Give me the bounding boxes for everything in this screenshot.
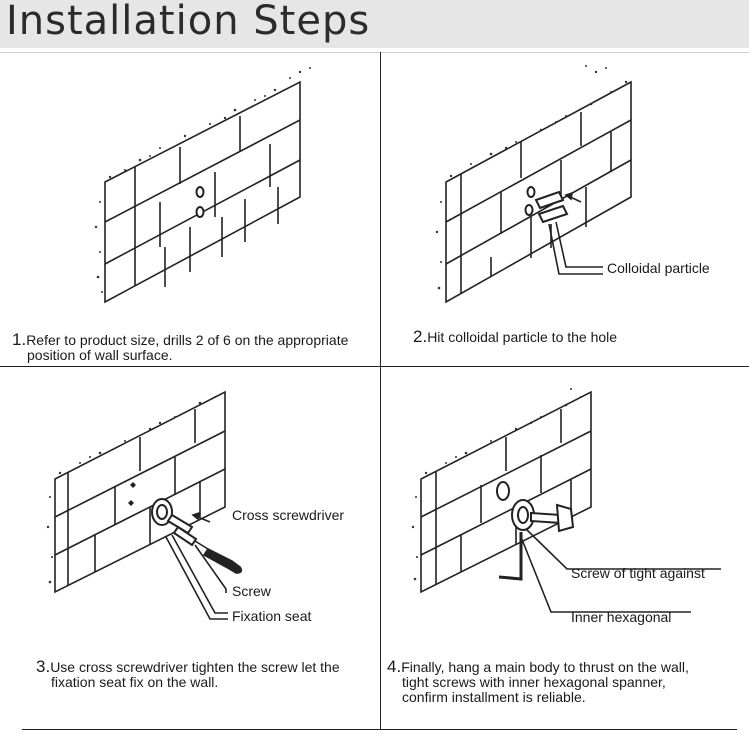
header-bar: Installation Steps xyxy=(0,0,749,48)
horizontal-divider xyxy=(0,366,749,367)
step-1-line-2: position of wall surface. xyxy=(27,347,173,363)
step-2-line-1: Hit colloidal particle to the hole xyxy=(427,329,618,345)
screw-of-tight-against-label: Screw of tight against xyxy=(571,565,705,581)
step-1-number: 1. xyxy=(12,330,27,349)
step-3-line-2: fixation seat fix on the wall. xyxy=(51,674,219,690)
step-1-caption: 1.Refer to product size, drills 2 of 6 o… xyxy=(12,330,377,363)
cross-screwdriver-label: Cross screwdriver xyxy=(232,507,345,523)
step-2-number: 2. xyxy=(413,327,428,346)
fixation-seat-label: Fixation seat xyxy=(232,608,312,624)
step-4-line-2: tight screws with inner hexagonal spanne… xyxy=(402,674,666,690)
colloidal-particle-label: Colloidal particle xyxy=(607,260,710,276)
screw-label: Screw xyxy=(232,583,271,599)
step-3-wall-illustration xyxy=(46,390,243,620)
step-2-caption: 2.Hit colloidal particle to the hole xyxy=(413,327,743,346)
step-3-panel: Cross screwdriver Screw Fixation seat 3.… xyxy=(0,367,380,729)
step-4-line-1: Finally, hang a main body to thrust on t… xyxy=(401,659,689,675)
step-1-line-1: Refer to product size, drills 2 of 6 on … xyxy=(26,332,349,348)
step-3-line-1: Use cross screwdriver tighten the screw … xyxy=(50,659,340,675)
step-4-caption: 4.Finally, hang a main body to thrust on… xyxy=(387,657,747,705)
step-1-wall-illustration xyxy=(94,67,311,304)
step-2-panel: Colloidal particle 2.Hit colloidal parti… xyxy=(381,52,749,366)
step-3-number: 3. xyxy=(36,657,51,676)
step-4-number: 4. xyxy=(387,657,402,676)
step-4-wall-illustration xyxy=(411,388,721,613)
page-title: Installation Steps xyxy=(6,0,371,44)
step-4-panel: Screw of tight against Inner hexagonal 4… xyxy=(381,367,749,729)
step-3-caption: 3.Use cross screwdriver tighten the scre… xyxy=(36,657,381,690)
bottom-divider xyxy=(22,729,737,730)
top-divider xyxy=(0,52,749,53)
inner-hexagonal-label: Inner hexagonal xyxy=(571,609,672,625)
step-2-wall-illustration xyxy=(435,65,632,304)
vertical-divider xyxy=(380,52,381,730)
step-4-line-3: confirm installment is reliable. xyxy=(402,689,586,705)
step-1-panel: 1.Refer to product size, drills 2 of 6 o… xyxy=(0,52,380,366)
